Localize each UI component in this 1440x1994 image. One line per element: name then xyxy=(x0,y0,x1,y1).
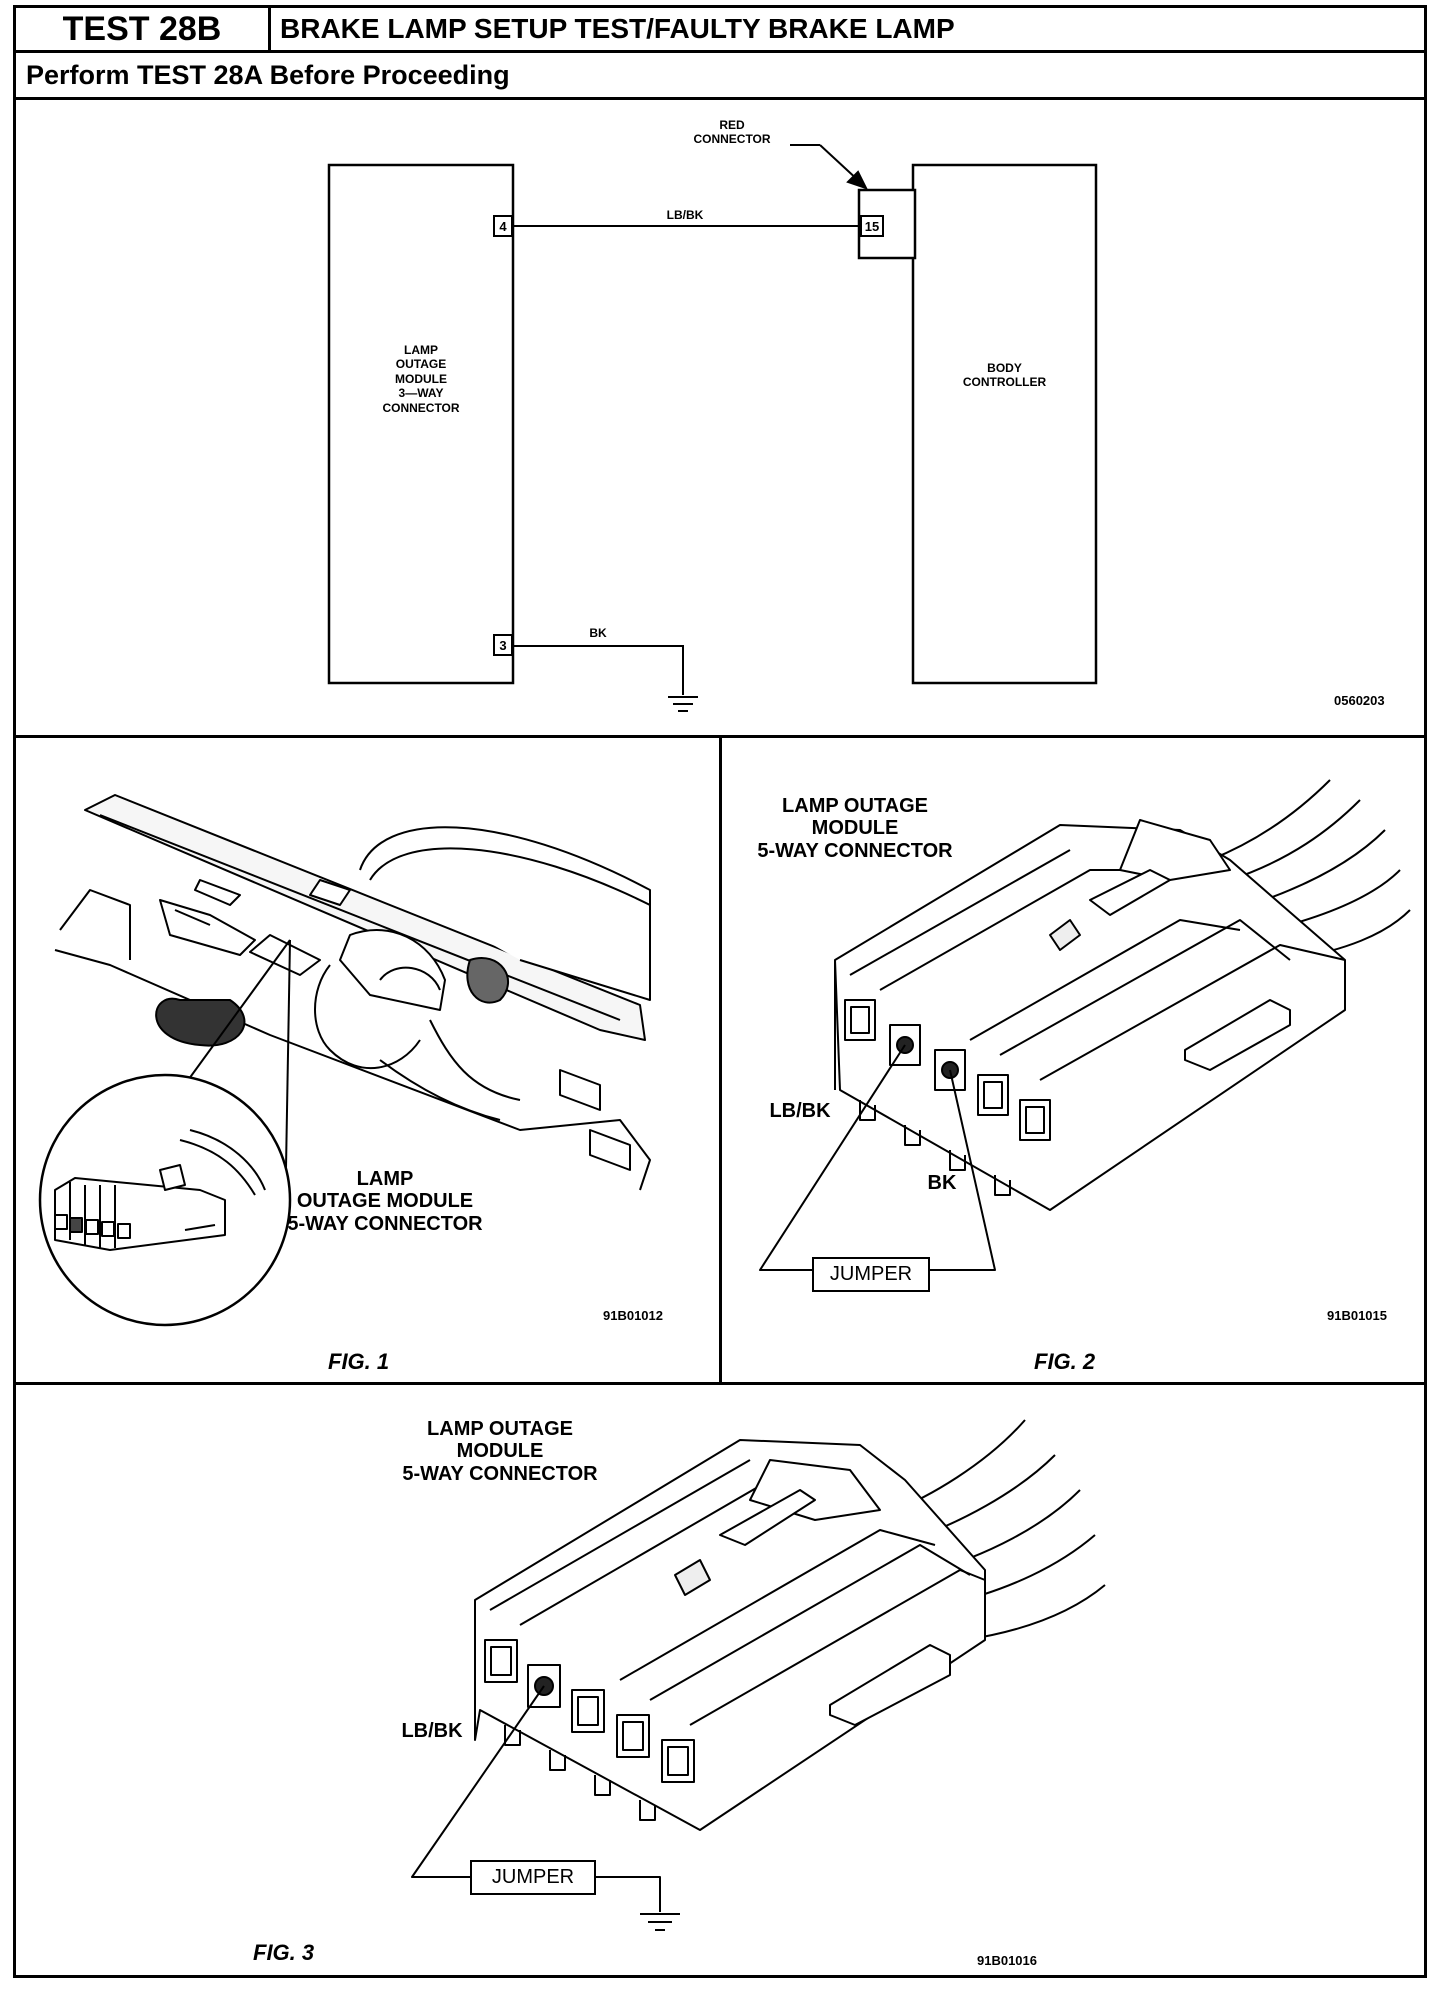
wire-bk xyxy=(513,645,684,695)
module-box xyxy=(327,163,515,685)
pin-4: 4 xyxy=(493,215,513,237)
controller-label: BODY CONTROLLER xyxy=(962,361,1047,390)
red-connector-label: RED CONNECTOR xyxy=(693,118,771,147)
ground-symbol xyxy=(668,696,698,712)
fig2-ref-code: 91B01015 xyxy=(1327,1308,1387,1323)
fig3-wire-lbbk: LB/BK xyxy=(401,1720,463,1742)
fig3-label: LAMP OUTAGE MODULE 5-WAY CONNECTOR xyxy=(402,1418,598,1485)
pin-15: 15 xyxy=(860,215,884,237)
fig3-caption: FIG. 3 xyxy=(253,1940,315,1965)
fig3-jumper: JUMPER xyxy=(470,1860,596,1895)
fig2-label: LAMP OUTAGE MODULE 5-WAY CONNECTOR xyxy=(757,795,953,862)
red-connector-arrow xyxy=(790,144,868,190)
fig2-wire-bk: BK xyxy=(927,1172,957,1194)
wire-lbbk-label: LB/BK xyxy=(666,208,704,222)
pin-3: 3 xyxy=(493,634,513,656)
fig2-caption: FIG. 2 xyxy=(1034,1349,1096,1374)
fig3-panel xyxy=(13,1382,1427,1978)
fig1-label: LAMP OUTAGE MODULE 5-WAY CONNECTOR xyxy=(287,1168,483,1235)
fig1-ref-code: 91B01012 xyxy=(603,1308,663,1323)
schematic-ref-code: 0560203 xyxy=(1334,693,1385,708)
fig1-caption: FIG. 1 xyxy=(328,1349,390,1374)
wire-bk-label: BK xyxy=(589,626,607,640)
module-label: LAMP OUTAGE MODULE 3—WAY CONNECTOR xyxy=(382,343,460,415)
controller-box xyxy=(911,163,1098,685)
fig3-ground-symbol xyxy=(640,1913,680,1931)
fig3-ref-code: 91B01016 xyxy=(977,1953,1037,1968)
fig2-jumper: JUMPER xyxy=(812,1257,930,1292)
fig2-wire-lbbk: LB/BK xyxy=(769,1100,831,1122)
